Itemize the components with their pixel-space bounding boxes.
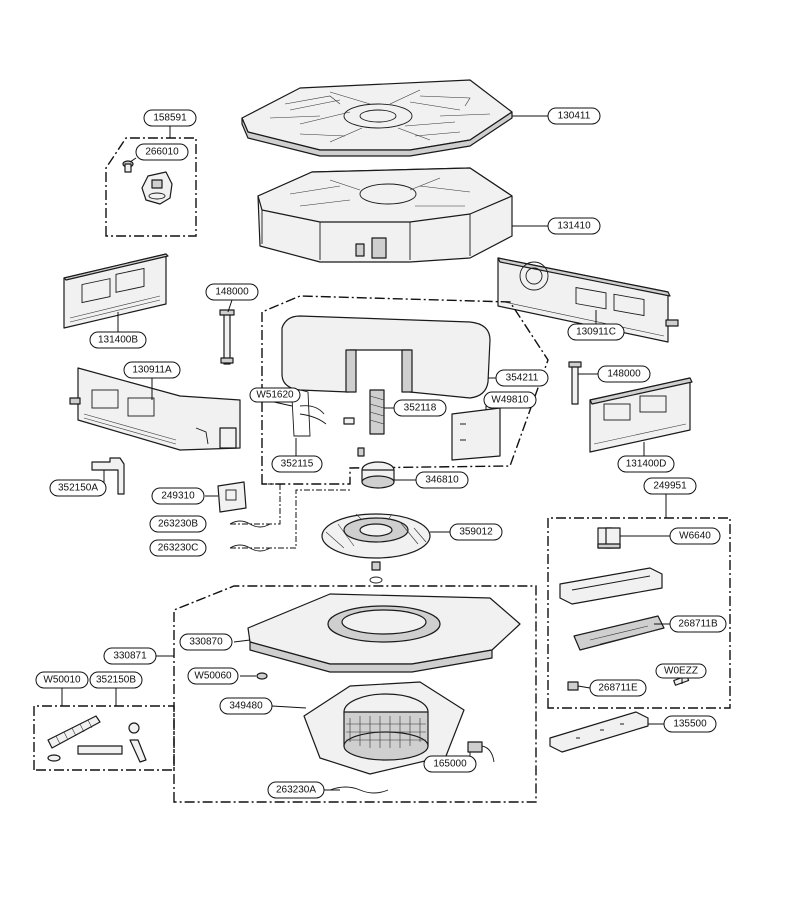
part-label-330870: 330870	[179, 633, 233, 651]
part-label-W50060: W50060	[187, 667, 239, 685]
part-number: 263230C	[158, 543, 199, 554]
part-number: 268711E	[598, 683, 638, 694]
part-number: 131410	[557, 221, 591, 232]
pipe-fitting-a	[91, 457, 125, 495]
part-number: 130911A	[132, 365, 172, 376]
part-number: 131400B	[98, 335, 138, 346]
side-panel-a	[69, 367, 241, 451]
part-number: 354211	[506, 373, 539, 384]
part-number: 249951	[653, 481, 687, 492]
part-number: 352150B	[96, 675, 136, 686]
part-label-249951: 249951	[643, 477, 697, 495]
part-number: 165000	[433, 759, 467, 770]
part-label-W50010: W50010	[35, 671, 89, 689]
part-number: 131400D	[626, 459, 667, 470]
part-label-263230B: 263230B	[149, 515, 207, 533]
part-label-354211: 354211	[495, 369, 549, 387]
part-number: 359012	[459, 527, 493, 538]
drain-pan-group	[173, 585, 537, 803]
part-label-148000-left: 148000	[205, 283, 259, 301]
part-number: 330870	[189, 637, 223, 648]
part-label-131400B: 131400B	[89, 331, 147, 349]
part-number: 148000	[215, 287, 249, 298]
part-label-130911C: 130911C	[567, 323, 625, 341]
part-label-W6640: W6640	[669, 527, 721, 545]
part-label-165000: 165000	[423, 755, 477, 773]
support-bracket-left	[219, 309, 235, 365]
part-label-359012: 359012	[449, 523, 503, 541]
part-number: 158591	[153, 113, 187, 124]
part-label-130411: 130411	[547, 107, 601, 125]
part-label-266010: 266010	[135, 143, 189, 161]
part-number: W49810	[491, 395, 529, 406]
part-label-268711E: 268711E	[589, 679, 647, 697]
part-label-330871: 330871	[103, 647, 157, 665]
part-number: 148000	[607, 369, 641, 380]
part-number: 352118	[404, 403, 437, 414]
part-label-W0EZZ: W0EZZ	[655, 663, 707, 679]
part-number: W50010	[43, 675, 81, 686]
part-number: 263230A	[276, 785, 316, 796]
part-number: W6640	[679, 531, 711, 542]
part-label-352150B: 352150B	[89, 671, 143, 689]
part-number: 249310	[161, 491, 195, 502]
part-label-158591: 158591	[143, 109, 197, 127]
part-label-352150A: 352150A	[49, 479, 107, 497]
part-number: 268711B	[678, 619, 718, 630]
side-panel-d	[589, 377, 693, 453]
part-label-263230A: 263230A	[267, 781, 325, 799]
side-panel-c	[497, 257, 679, 343]
drain-assembly-group	[105, 137, 197, 237]
bracket-135500	[549, 711, 649, 753]
part-number: 352150A	[58, 483, 98, 494]
part-label-130911A: 130911A	[123, 361, 181, 379]
part-label-W51620: W51620	[249, 387, 301, 403]
part-label-W49810: W49810	[483, 391, 537, 409]
leader-lines	[61, 115, 683, 791]
part-label-131400D: 131400D	[617, 455, 675, 473]
part-number: 130911C	[576, 327, 616, 338]
part-label-249310: 249310	[151, 487, 205, 505]
part-label-135500: 135500	[663, 715, 717, 733]
part-number: W50060	[194, 671, 232, 682]
part-number: W51620	[256, 390, 294, 401]
turbo-fan	[321, 513, 431, 584]
part-label-346810: 346810	[415, 471, 469, 489]
part-number: 352115	[281, 459, 314, 470]
part-label-352118: 352118	[393, 399, 447, 417]
main-chassis	[257, 167, 513, 263]
part-label-349480: 349480	[219, 697, 273, 715]
accessory-kit-group	[33, 705, 175, 771]
part-number: 266010	[145, 147, 179, 158]
part-number: 330871	[113, 651, 147, 662]
support-bracket-right	[568, 361, 582, 405]
side-panel-b	[63, 253, 169, 329]
top-cover-plate	[241, 79, 513, 157]
part-label-131410: 131410	[547, 217, 601, 235]
part-label-352115: 352115	[271, 455, 323, 473]
control-pcb-group	[547, 517, 731, 709]
part-label-263230C: 263230C	[149, 539, 207, 557]
part-number: W0EZZ	[664, 666, 698, 677]
part-number: 346810	[425, 475, 459, 486]
part-number: 349480	[229, 701, 263, 712]
part-number: 263230B	[158, 519, 198, 530]
part-number: 130411	[558, 111, 591, 122]
part-label-148000-right: 148000	[597, 365, 651, 383]
bracket-249310	[217, 481, 247, 513]
part-number: 135500	[673, 719, 707, 730]
part-label-268711B: 268711B	[669, 615, 727, 633]
